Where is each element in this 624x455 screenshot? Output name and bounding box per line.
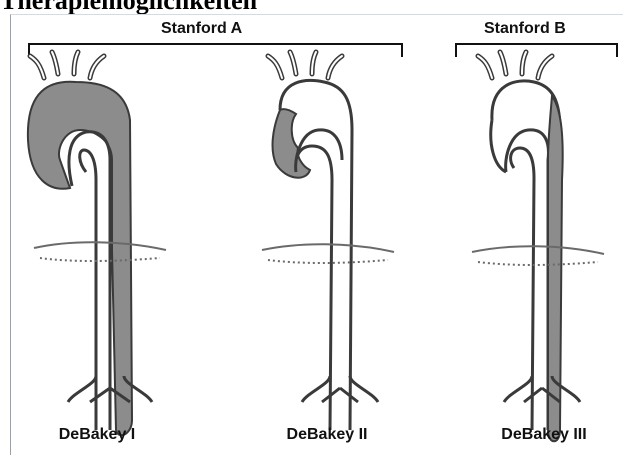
aorta-debakey-2 xyxy=(268,52,352,430)
diaphragm-1 xyxy=(34,242,166,261)
diaphragm-2 xyxy=(262,244,394,263)
bifurcation-3 xyxy=(504,376,580,402)
debakey-3-label: DeBakey III xyxy=(501,426,586,444)
debakey-2-label: DeBakey II xyxy=(287,426,368,444)
dissection-area-2 xyxy=(273,109,310,177)
dissection-area-3 xyxy=(548,96,563,441)
bifurcation-2 xyxy=(302,376,378,402)
diaphragm-3 xyxy=(472,246,604,265)
debakey-1-label: DeBakey I xyxy=(59,426,136,444)
